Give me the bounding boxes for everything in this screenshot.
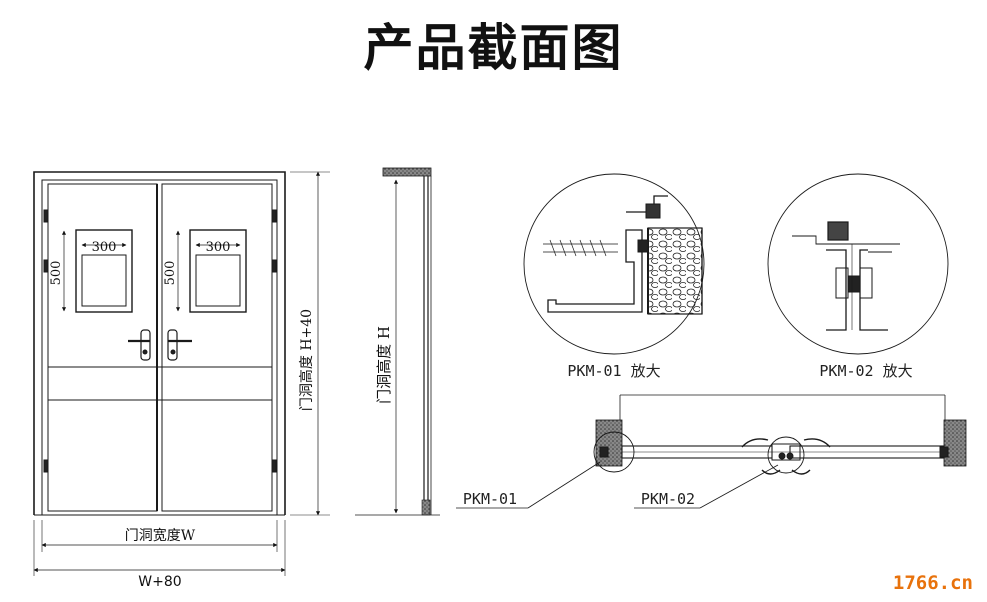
opening-width-label: 门洞宽度W: [125, 527, 196, 544]
callout-pkm01: PKM-01: [463, 490, 517, 508]
right-wall: [943, 419, 967, 467]
plan-section: [456, 394, 967, 509]
left-wall: [595, 419, 623, 467]
detail-pkm02: [767, 173, 949, 355]
right-leaf: [161, 183, 273, 512]
opening-height-label: 门洞高度 H: [375, 326, 393, 404]
outer-frame: [33, 171, 286, 515]
inner-frame: [41, 179, 278, 515]
callout-pkm02: PKM-02: [641, 490, 695, 508]
right-window-outer: [189, 229, 247, 313]
page-title: 产品截面图: [363, 19, 624, 77]
side-view: [355, 167, 440, 516]
overall-width-label: W+80: [138, 574, 181, 590]
detail1-caption: PKM-01 放大: [567, 362, 660, 380]
window-height-label-right: 500: [163, 261, 178, 286]
detail-pkm01: [523, 173, 705, 355]
overall-height-label: 门洞高度 H+40: [298, 309, 315, 411]
left-window-inner: [81, 254, 127, 307]
left-handle-plate: [140, 329, 151, 361]
watermark: 1766.cn: [892, 572, 973, 594]
right-handle-plate: [167, 329, 178, 361]
front-view: [33, 171, 330, 576]
right-window-inner: [195, 254, 241, 307]
window-width-label-left: 300: [92, 240, 117, 255]
window-width-label-right: 300: [206, 240, 231, 255]
window-height-label-left: 500: [49, 261, 64, 286]
left-window-outer: [75, 229, 133, 313]
detail2-caption: PKM-02 放大: [819, 362, 912, 380]
side-frame-head: [382, 167, 432, 177]
